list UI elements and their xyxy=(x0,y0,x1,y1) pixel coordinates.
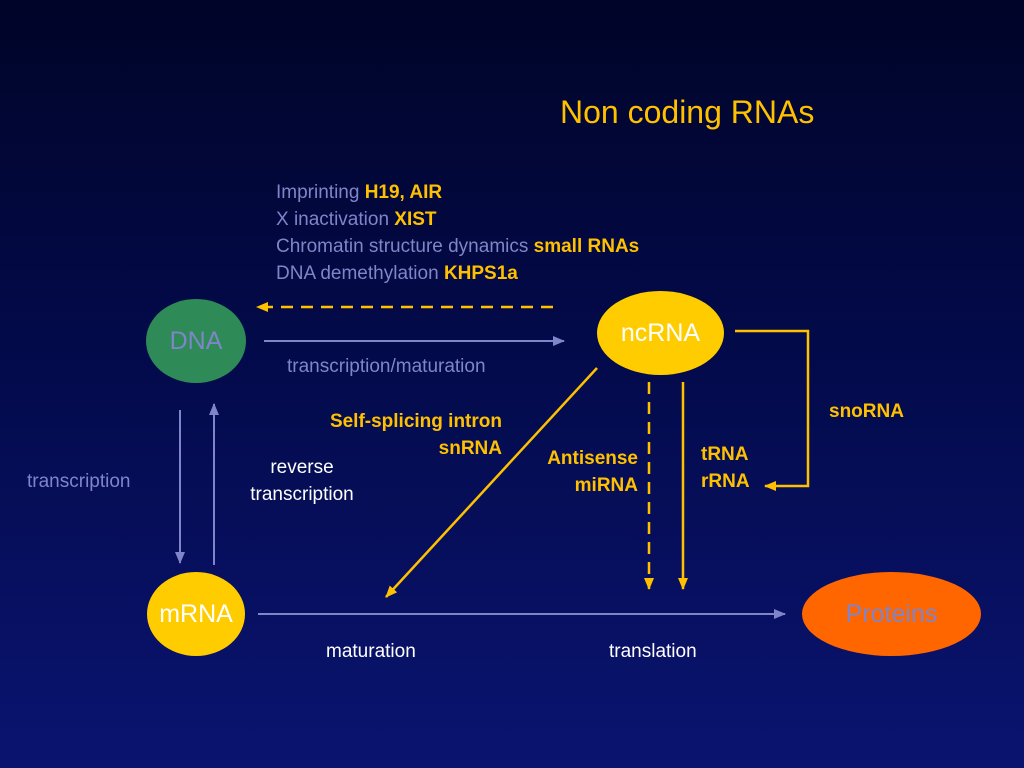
transcription-label: transcription xyxy=(27,471,131,492)
dna-node-label: DNA xyxy=(169,326,223,355)
maturation-label: maturation xyxy=(326,641,416,662)
dna-node: DNA xyxy=(146,299,246,383)
antisense-label: Antisense miRNA xyxy=(520,445,638,499)
trna-rrna-label: tRNA rRNA xyxy=(701,441,750,495)
self-splicing-line: snRNA xyxy=(438,438,502,459)
function-item-x-inactivation: X inactivation XIST xyxy=(276,206,639,233)
function-item-dna-demethylation: DNA demethylation KHPS1a xyxy=(276,260,639,287)
self-splicing-label: Self-splicing intron snRNA xyxy=(290,408,502,462)
function-item-chromatin: Chromatin structure dynamics small RNAs xyxy=(276,233,639,260)
reverse-transcription-line: reverse xyxy=(270,457,334,478)
reverse-transcription-label: reverse transcription xyxy=(238,454,366,508)
diagram-title: Non coding RNAs xyxy=(560,94,815,130)
proteins-node: Proteins xyxy=(802,572,981,656)
function-highlight: KHPS1a xyxy=(443,263,518,284)
translation-label: translation xyxy=(609,641,697,662)
ncrna-snorna-loop-arrow xyxy=(735,329,810,491)
trna-rrna-line: rRNA xyxy=(701,471,750,492)
ncrna-node-label: ncRNA xyxy=(620,318,701,347)
transcription-maturation-label: transcription/maturation xyxy=(287,356,486,377)
self-splicing-line: Self-splicing intron xyxy=(329,411,502,432)
mrna-node: mRNA xyxy=(147,572,245,656)
function-label: X inactivation xyxy=(276,209,390,230)
ncrna-node: ncRNA xyxy=(597,291,724,375)
snorna-label: snoRNA xyxy=(829,401,904,422)
function-item-imprinting: Imprinting H19, AIR xyxy=(276,179,639,206)
ncrna-function-list: Imprinting H19, AIR X inactivation XIST … xyxy=(276,179,639,287)
function-highlight: XIST xyxy=(394,209,437,230)
function-label: Imprinting xyxy=(276,182,360,203)
proteins-node-label: Proteins xyxy=(845,599,938,628)
function-label: Chromatin structure dynamics xyxy=(276,236,529,257)
ncrna-to-maturation-arrow xyxy=(385,367,598,598)
function-highlight: small RNAs xyxy=(533,236,640,257)
mrna-node-label: mRNA xyxy=(159,599,233,628)
trna-rrna-line: tRNA xyxy=(701,444,749,465)
function-label: DNA demethylation xyxy=(276,263,439,284)
function-highlight: H19, AIR xyxy=(364,182,443,203)
antisense-line: miRNA xyxy=(574,475,638,496)
reverse-transcription-line: transcription xyxy=(250,484,354,505)
antisense-line: Antisense xyxy=(547,448,638,469)
